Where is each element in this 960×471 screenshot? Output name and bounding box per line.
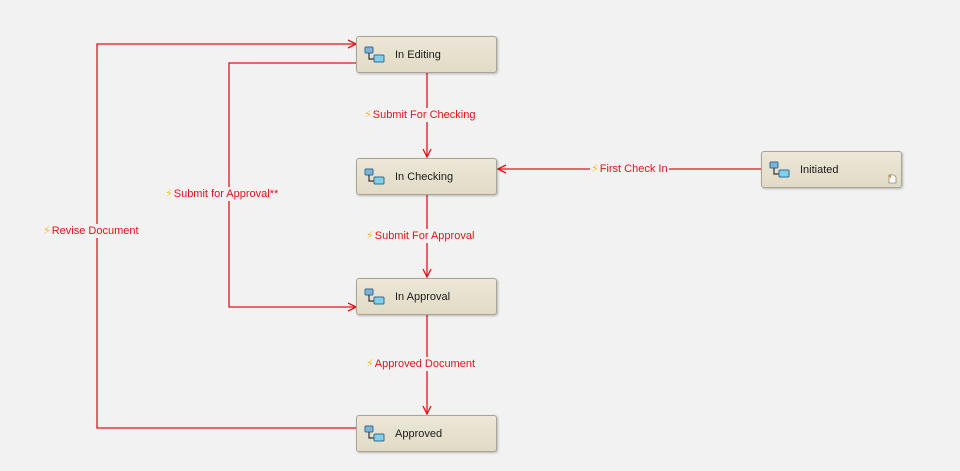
start-document-icon — [888, 174, 897, 184]
lightning-bolt-icon: ⚡ — [165, 188, 173, 200]
state-label: Approved — [395, 428, 443, 440]
workflow-state-icon — [364, 168, 385, 185]
workflow-state-icon — [364, 46, 385, 63]
transition-label-submit-for-checking[interactable]: ⚡Submit For Checking — [363, 108, 477, 122]
workflow-state-icon — [769, 161, 790, 178]
lightning-bolt-icon: ⚡ — [366, 230, 374, 242]
transition-label-text: First Check In — [599, 163, 668, 175]
workflow-state-icon — [364, 425, 385, 442]
state-node-in-checking[interactable]: In Checking — [356, 158, 497, 195]
state-label: Initiated — [800, 164, 839, 176]
state-node-approved[interactable]: Approved — [356, 415, 497, 452]
lightning-bolt-icon: ⚡ — [591, 163, 599, 175]
state-node-in-editing[interactable]: In Editing — [356, 36, 497, 73]
transition-label-text: Approved Document — [374, 358, 476, 370]
transition-label-text: Submit for Approval** — [173, 188, 279, 200]
transition-label-first-check-in[interactable]: ⚡First Check In — [590, 162, 669, 176]
lightning-bolt-icon: ⚡ — [366, 358, 374, 370]
state-label: In Approval — [395, 291, 451, 303]
transition-label-text: Submit For Checking — [372, 109, 476, 121]
state-label: In Checking — [395, 171, 454, 183]
workflow-state-icon — [364, 288, 385, 305]
transition-label-submit-for-approval[interactable]: ⚡Submit For Approval — [365, 229, 476, 243]
transition-label-text: Submit For Approval — [374, 230, 475, 242]
edge-submit-for-approval-alt[interactable] — [228, 62, 356, 307]
transition-label-revise-document[interactable]: ⚡Revise Document — [42, 224, 140, 238]
transition-label-submit-for-approval-alt[interactable]: ⚡Submit for Approval** — [164, 187, 280, 201]
transition-label-approved-document[interactable]: ⚡Approved Document — [365, 357, 477, 371]
transition-label-text: Revise Document — [51, 225, 139, 237]
lightning-bolt-icon: ⚡ — [364, 109, 372, 121]
lightning-bolt-icon: ⚡ — [43, 225, 51, 237]
state-label: In Editing — [395, 49, 441, 61]
state-node-in-approval[interactable]: In Approval — [356, 278, 497, 315]
state-node-initiated[interactable]: Initiated — [761, 151, 902, 188]
